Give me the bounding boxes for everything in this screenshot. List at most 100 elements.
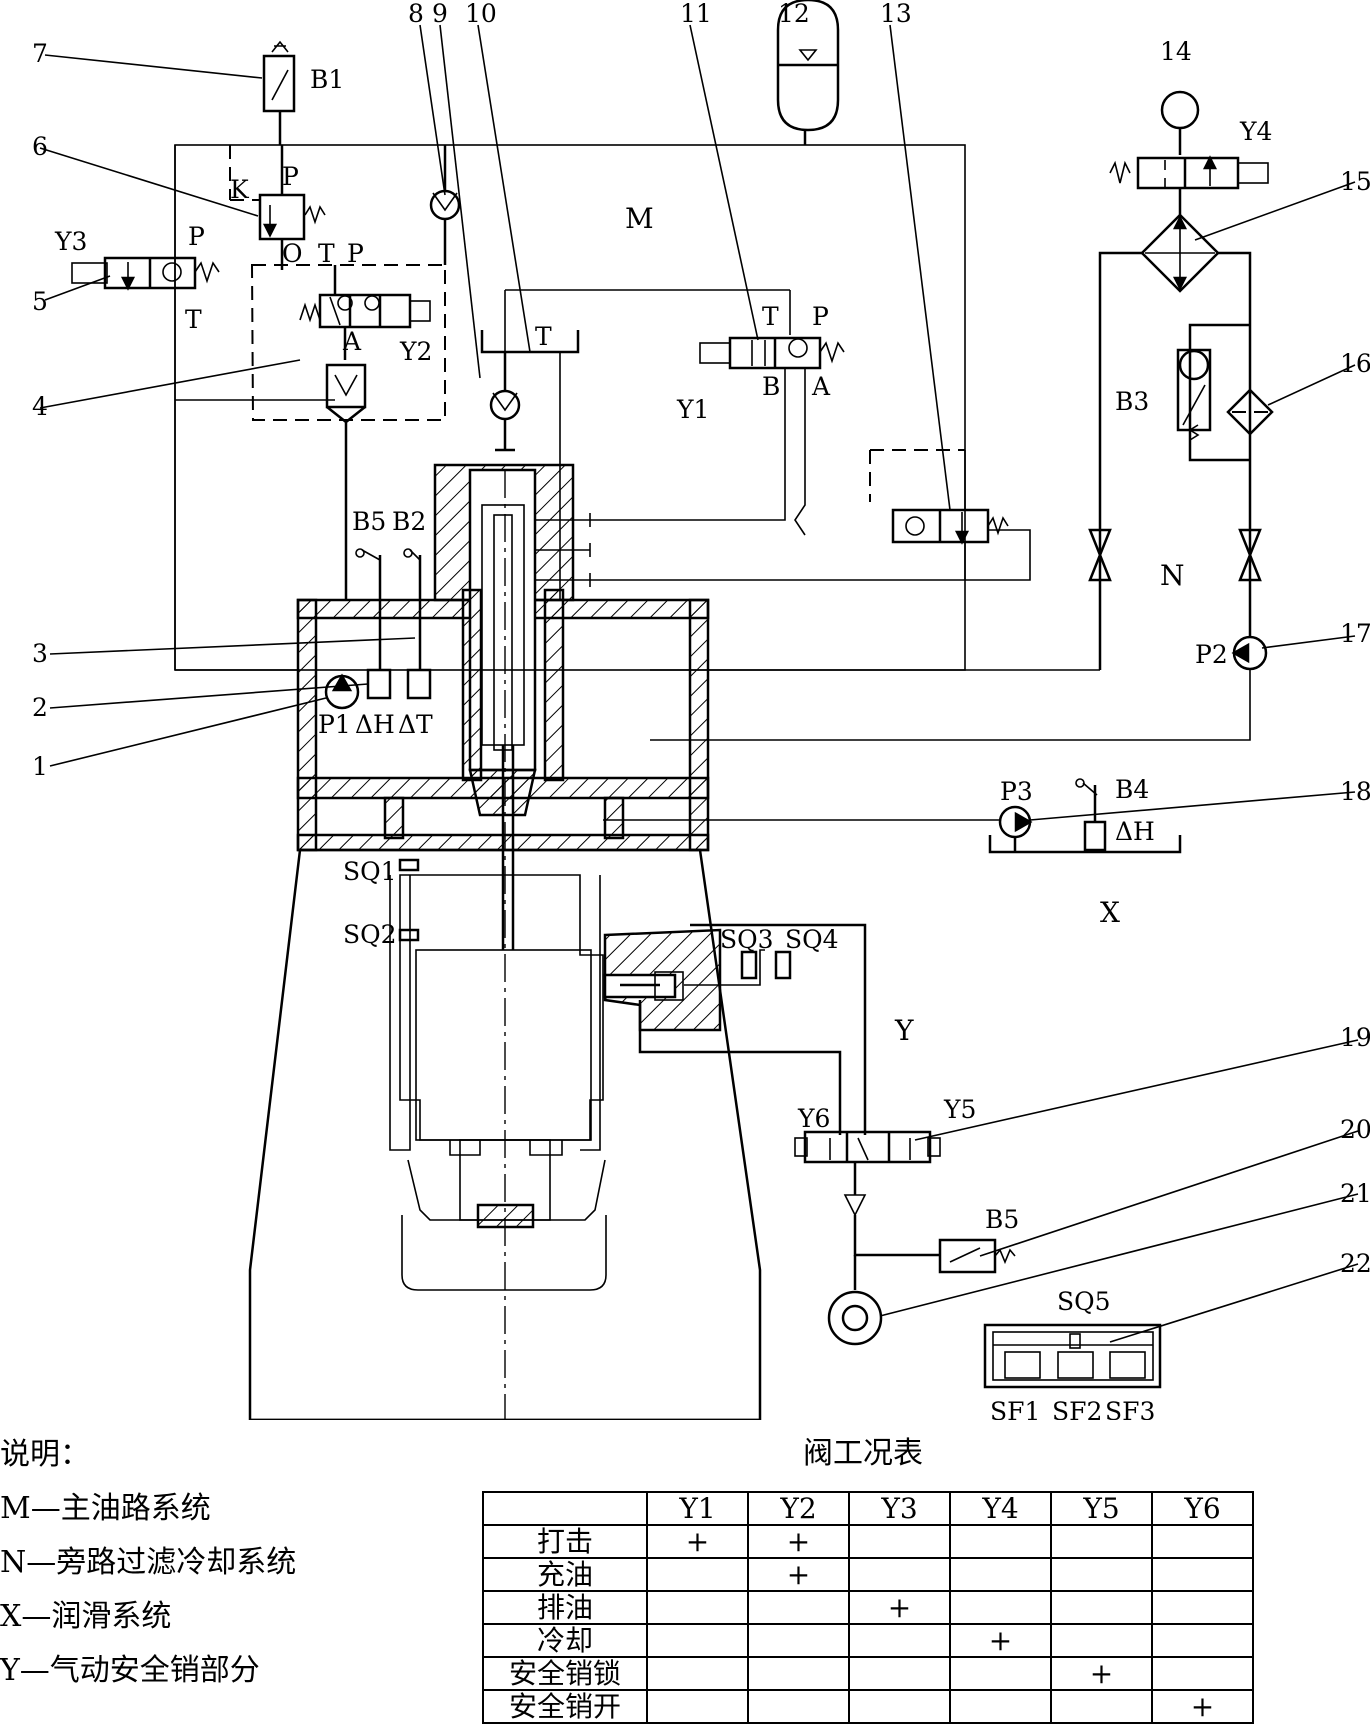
col-y5: Y5 [1050, 1491, 1153, 1526]
label-y2: Y2 [399, 337, 432, 366]
table-row: 打击 + + [482, 1524, 1254, 1559]
table-cell [646, 1557, 749, 1592]
label-sq3: SQ3 [720, 925, 774, 954]
row-label: 排油 [482, 1590, 648, 1625]
label-p3: P3 [1000, 777, 1033, 806]
table-row: 排油 + [482, 1590, 1254, 1625]
label-b3: B3 [1115, 387, 1149, 416]
label-1: 1 [32, 752, 48, 781]
table-cell [1151, 1590, 1254, 1625]
row-label: 安全销开 [482, 1689, 648, 1724]
table-cell [1050, 1689, 1153, 1724]
table-cell: + [1050, 1656, 1153, 1691]
valve-table-title: 阀工况表 [803, 1436, 923, 1471]
label-5: 5 [32, 287, 48, 316]
table-cell [646, 1656, 749, 1691]
label-15: 15 [1340, 167, 1370, 196]
col-y1: Y1 [646, 1491, 749, 1526]
label-port-p-4: P [347, 239, 364, 268]
table-row: 安全销锁 + [482, 1656, 1254, 1691]
label-port-p-6: P [282, 162, 299, 191]
lubrication-circuit [603, 778, 1182, 854]
label-y4: Y4 [1239, 117, 1272, 146]
label-port-k: K [230, 175, 250, 204]
table-cell [1151, 1524, 1254, 1559]
label-17: 17 [1340, 619, 1370, 648]
table-cell [848, 1557, 951, 1592]
label-18: 18 [1340, 777, 1370, 806]
table-cell [646, 1590, 749, 1625]
label-sq5: SQ5 [1057, 1287, 1111, 1316]
label-y5: Y5 [943, 1095, 976, 1124]
table-cell [848, 1656, 951, 1691]
note-n: N—旁路过滤冷却系统 [0, 1545, 297, 1580]
table-row: 安全销开 + [482, 1689, 1254, 1724]
table-cell [747, 1656, 850, 1691]
label-6: 6 [32, 132, 48, 161]
label-9: 9 [432, 0, 448, 28]
table-header-row: Y1 Y2 Y3 Y4 Y5 Y6 [482, 1491, 1254, 1526]
label-7: 7 [32, 39, 48, 68]
table-cell [949, 1524, 1052, 1559]
col-y6: Y6 [1151, 1491, 1254, 1526]
table-corner [482, 1491, 648, 1526]
label-12: 12 [778, 0, 810, 28]
note-m: M—主油路系统 [0, 1491, 211, 1526]
table-cell [848, 1524, 951, 1559]
table-cell [848, 1623, 951, 1658]
table-cell [747, 1623, 850, 1658]
main-oil-circuit [71, 0, 1031, 710]
label-sq2: SQ2 [343, 920, 397, 949]
label-16: 16 [1340, 349, 1370, 378]
table-cell [949, 1689, 1052, 1724]
safety-pin [603, 923, 867, 1135]
label-11: 11 [680, 0, 712, 28]
table-cell [949, 1557, 1052, 1592]
label-4: 4 [32, 392, 48, 421]
hammer-frame [248, 598, 762, 1420]
table-row: 充油 + [482, 1557, 1254, 1592]
label-port-p-5: P [188, 222, 205, 251]
table-cell: + [848, 1590, 951, 1625]
label-p2: P2 [1195, 640, 1228, 669]
label-n-system: N [1160, 559, 1185, 592]
table-cell: + [646, 1524, 749, 1559]
label-sf1: SF1 [990, 1397, 1040, 1420]
leader-lines [39, 24, 1359, 1343]
label-sf2: SF2 [1052, 1397, 1102, 1420]
note-y: Y—气动安全销部分 [0, 1653, 260, 1688]
row-label: 安全销锁 [482, 1656, 648, 1691]
row-label: 打击 [482, 1524, 648, 1559]
table-row: 冷却 + [482, 1623, 1254, 1658]
label-sf3: SF3 [1105, 1397, 1155, 1420]
label-20: 20 [1340, 1115, 1370, 1144]
hydraulic-schematic: 7 6 5 4 3 2 1 8 9 10 11 12 13 14 15 16 1… [32, 0, 1370, 1420]
notes-heading: 说明： [0, 1437, 90, 1472]
label-delta-t: ΔT [398, 710, 433, 739]
label-8: 8 [408, 0, 424, 28]
label-3: 3 [32, 639, 48, 668]
row-label: 冷却 [482, 1623, 648, 1658]
table-cell [747, 1689, 850, 1724]
control-panel [983, 1323, 1162, 1389]
label-port-o: O [282, 239, 303, 268]
label-sq4: SQ4 [785, 925, 839, 954]
table-cell: + [747, 1557, 850, 1592]
label-10: 10 [465, 0, 497, 28]
label-p1: P1 [318, 710, 351, 739]
table-cell [1151, 1656, 1254, 1691]
label-b2: B2 [392, 507, 426, 536]
table-cell [1050, 1590, 1153, 1625]
label-port-t-tank: T [535, 322, 552, 351]
label-m-system: M [625, 202, 654, 235]
label-port-b-11: B [762, 372, 780, 401]
diagram-labels: 7 6 5 4 3 2 1 8 9 10 11 12 13 14 15 16 1… [32, 0, 1370, 1420]
label-13: 13 [880, 0, 912, 28]
cylinder-head [433, 463, 575, 950]
col-y3: Y3 [848, 1491, 951, 1526]
label-port-p-11: P [812, 302, 829, 331]
note-x: X—润滑系统 [0, 1599, 172, 1634]
label-b4: B4 [1115, 775, 1149, 804]
label-y6: Y6 [797, 1104, 830, 1133]
label-port-t-5: T [185, 305, 202, 334]
